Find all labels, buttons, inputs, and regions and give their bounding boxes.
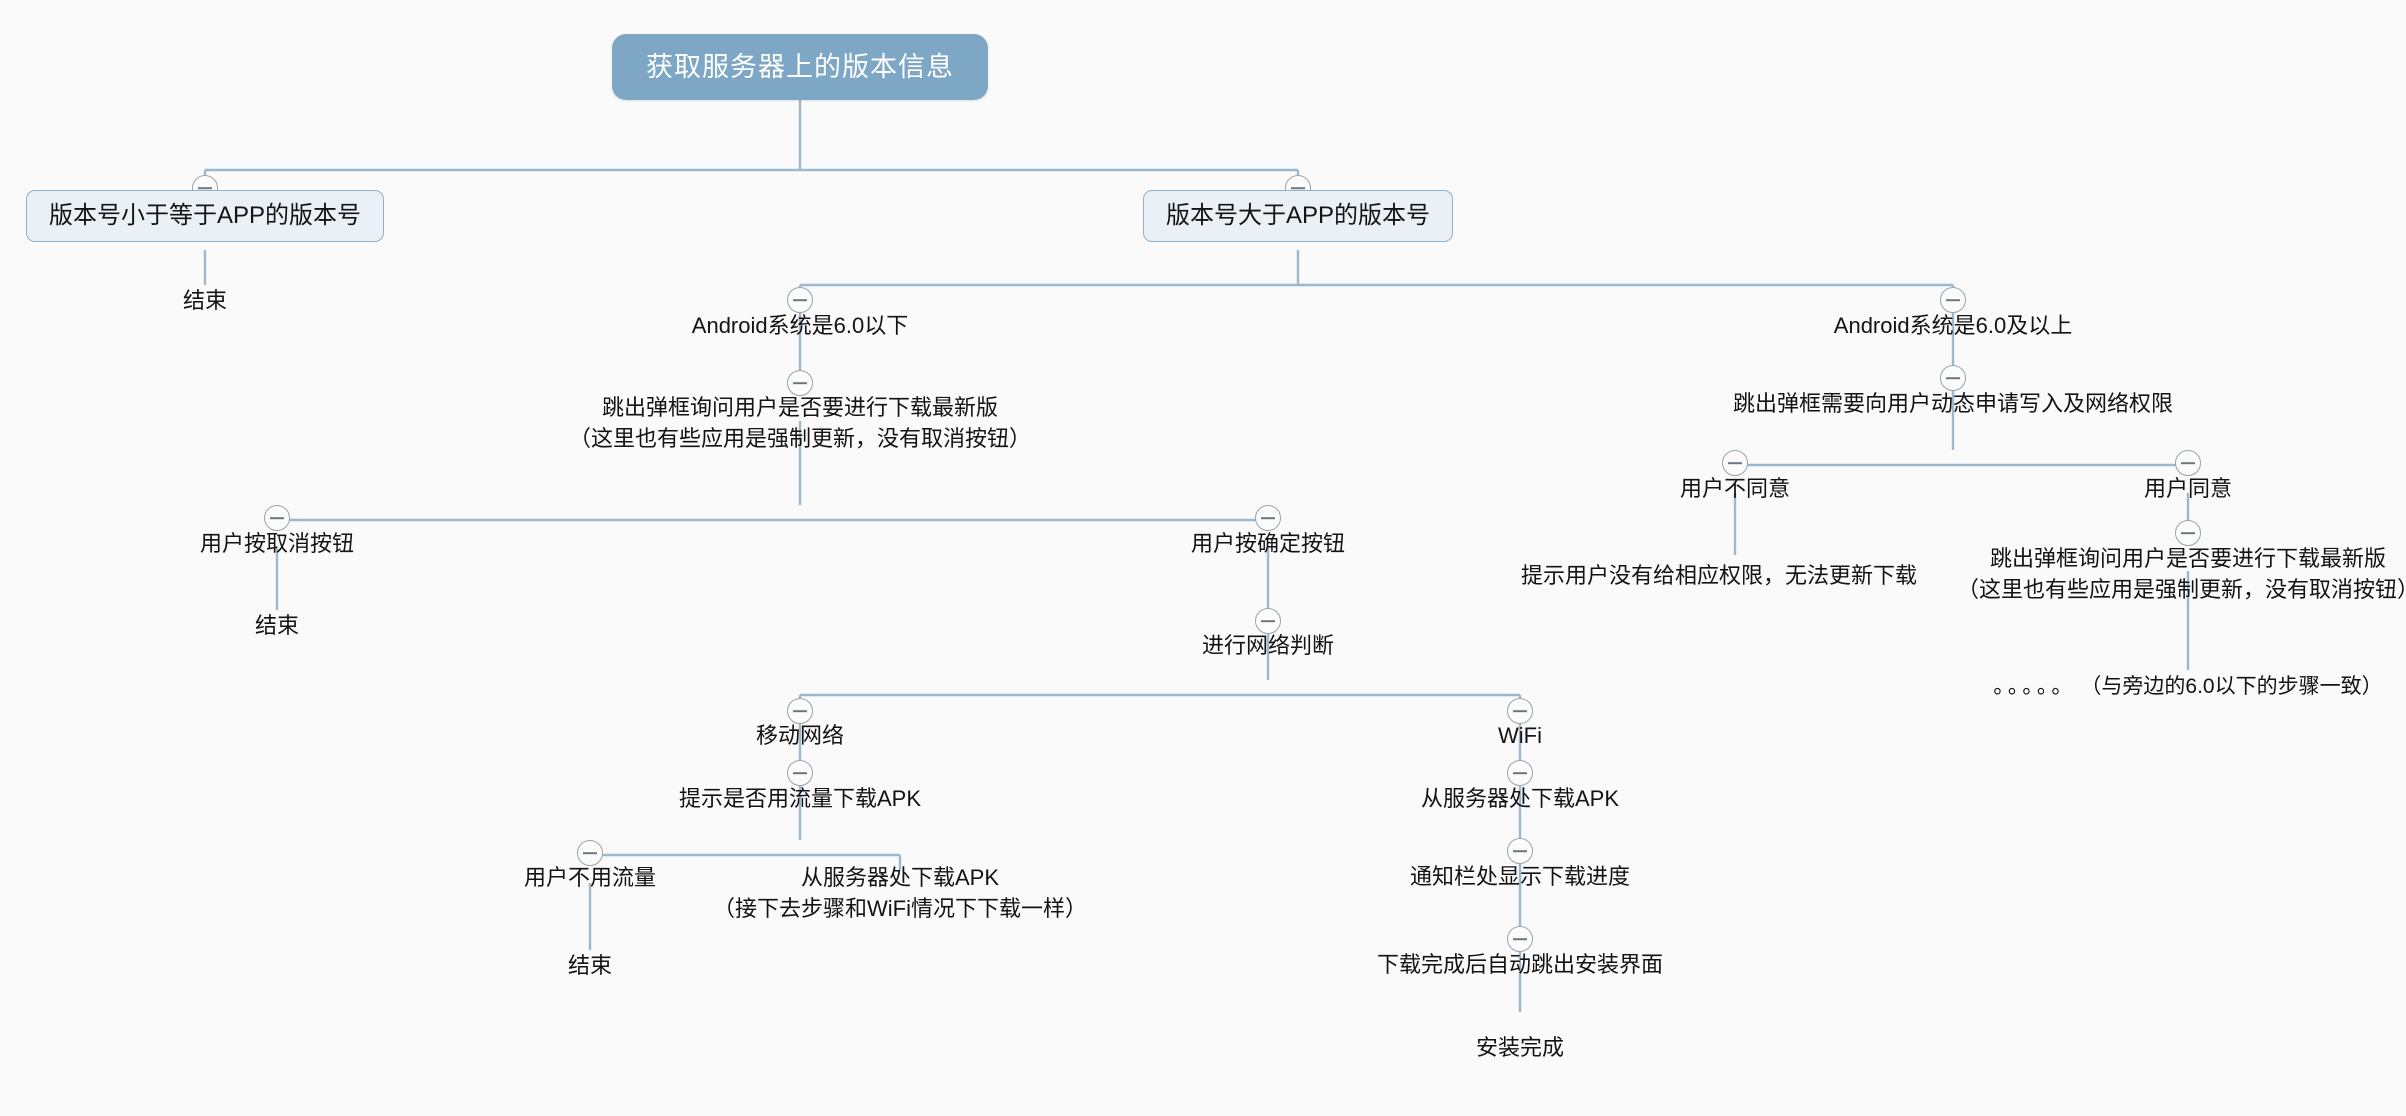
node-dialog-download-line2: （这里也有些应用是强制更新，没有取消按钮） [568, 426, 1032, 452]
ellipsis-note-text: （与旁边的6.0以下的步骤一致） [2080, 675, 2383, 698]
minus-circle-icon-traffic-prompt[interactable] [787, 760, 813, 786]
node-ellipsis-note[interactable]: 。。。。。（与旁边的6.0以下的步骤一致） [1993, 672, 2382, 702]
node-no-permission-tip[interactable]: 提示用户没有给相应权限，无法更新下载 [1520, 563, 1918, 588]
minus-circle-icon-user-agree[interactable] [2175, 450, 2201, 476]
minus-circle-icon-android-above-6[interactable] [1940, 287, 1966, 313]
node-notification-progress[interactable]: 通知栏处显示下载进度 [1409, 864, 1631, 889]
node-dialog-download-line1: 跳出弹框询问用户是否要进行下载最新版 [601, 395, 999, 420]
node-root[interactable]: 获取服务器上的版本信息 [612, 34, 988, 101]
node-traffic-prompt[interactable]: 提示是否用流量下载APK [678, 786, 922, 811]
node-version-greater[interactable]: 版本号大于APP的版本号 [1142, 190, 1454, 243]
node-dialog-download[interactable]: 跳出弹框询问用户是否要进行下载最新版 （这里也有些应用是强制更新，没有取消按钮） [569, 392, 1031, 454]
minus-circle-icon-user-confirm[interactable] [1255, 505, 1281, 531]
node-download-apk-wifi[interactable]: 从服务器处下载APK [1420, 786, 1620, 811]
minus-circle-icon-agree-dialog[interactable] [2175, 520, 2201, 546]
node-version-less-equal[interactable]: 版本号小于等于APP的版本号 [25, 190, 385, 243]
node-request-permission[interactable]: 跳出弹框需要向用户动态申请写入及网络权限 [1732, 391, 2174, 416]
minus-circle-icon-user-disagree[interactable] [1722, 450, 1748, 476]
minus-circle-icon-android-below-6[interactable] [787, 287, 813, 313]
node-agree-dialog[interactable]: 跳出弹框询问用户是否要进行下载最新版 （这里也有些应用是强制更新，没有取消按钮） [1957, 543, 2406, 605]
node-wifi[interactable]: WiFi [1498, 723, 1542, 748]
node-android-above-6[interactable]: Android系统是6.0及以上 [1833, 313, 2073, 338]
node-download-apk-traffic[interactable]: 从服务器处下载APK （接下去步骤和WiFi情况下下载一样） [713, 862, 1087, 924]
minus-circle-icon-auto-install[interactable] [1507, 926, 1533, 952]
minus-circle-icon-request-permission[interactable] [1940, 365, 1966, 391]
node-user-confirm[interactable]: 用户按确定按钮 [1190, 531, 1346, 556]
node-end-1[interactable]: 结束 [182, 288, 228, 313]
node-end-3[interactable]: 结束 [567, 953, 613, 978]
minus-circle-icon-mobile-network[interactable] [787, 698, 813, 724]
node-user-agree[interactable]: 用户同意 [2143, 476, 2233, 501]
node-user-cancel[interactable]: 用户按取消按钮 [199, 531, 355, 556]
node-auto-install-ui[interactable]: 下载完成后自动跳出安装界面 [1376, 952, 1664, 977]
node-network-check[interactable]: 进行网络判断 [1201, 633, 1335, 658]
minus-circle-icon-download-apk-wifi[interactable] [1507, 760, 1533, 786]
minus-circle-icon-dialog-download[interactable] [787, 370, 813, 396]
node-user-disagree[interactable]: 用户不同意 [1679, 476, 1791, 501]
node-install-done[interactable]: 安装完成 [1475, 1035, 1565, 1060]
ellipsis-dots: 。。。。。 [1993, 675, 2077, 698]
node-download-apk-traffic-line1: 从服务器处下载APK [800, 865, 1000, 890]
minus-circle-icon-user-no-traffic[interactable] [577, 840, 603, 866]
minus-circle-icon-wifi[interactable] [1507, 698, 1533, 724]
node-user-no-traffic[interactable]: 用户不用流量 [523, 865, 657, 890]
minus-circle-icon-notification-progress[interactable] [1507, 838, 1533, 864]
node-android-below-6[interactable]: Android系统是6.0以下 [691, 313, 909, 338]
node-mobile-network[interactable]: 移动网络 [755, 723, 845, 748]
node-agree-dialog-line1: 跳出弹框询问用户是否要进行下载最新版 [1989, 546, 2387, 571]
minus-circle-icon-user-cancel[interactable] [264, 505, 290, 531]
minus-circle-icon-network-check[interactable] [1255, 608, 1281, 634]
node-agree-dialog-line2: （这里也有些应用是强制更新，没有取消按钮） [1956, 577, 2406, 603]
node-download-apk-traffic-line2: （接下去步骤和WiFi情况下下载一样） [713, 896, 1087, 922]
node-end-2[interactable]: 结束 [254, 613, 300, 638]
